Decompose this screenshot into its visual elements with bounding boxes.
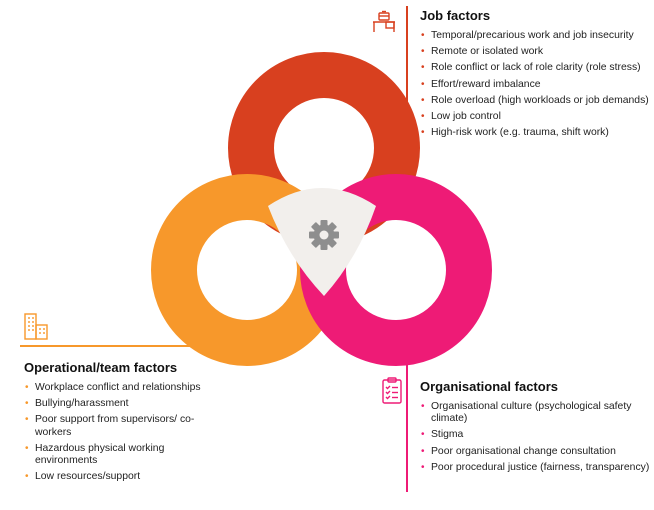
list-item: •Effort/reward imbalance	[421, 78, 541, 90]
bullet-icon: •	[25, 398, 29, 410]
bullet-icon: •	[421, 78, 425, 90]
list-item: •Remote or isolated work	[421, 46, 544, 58]
list-item: •Low job control	[421, 111, 501, 123]
job-factors-panel: Job factors •Temporal/precarious work an…	[420, 8, 650, 143]
list-item: •Role conflict or lack of role clarity (…	[421, 62, 641, 74]
bullet-icon: •	[25, 414, 29, 426]
bullet-icon: •	[25, 382, 29, 393]
gear-icon	[309, 220, 339, 250]
bullet-icon: •	[421, 30, 425, 41]
list-item: •Temporal/precarious work and job insecu…	[421, 30, 634, 41]
organisational-factors-panel: Organisational factors •Organisational c…	[420, 379, 650, 478]
list-item: •Role overload (high workloads or job de…	[421, 94, 649, 106]
bullet-icon: •	[421, 62, 425, 74]
job-factors-list: •Temporal/precarious work and job insecu…	[420, 30, 650, 139]
list-item: •Poor organisational change consultation	[421, 445, 616, 457]
list-item: •Low resources/support	[25, 471, 141, 483]
list-item: •Poor procedural justice (fairness, tran…	[421, 461, 650, 473]
bullet-icon: •	[421, 94, 425, 106]
bullet-icon: •	[421, 461, 425, 473]
bullet-icon: •	[421, 401, 425, 412]
list-item: •Bullying/harassment	[25, 398, 129, 410]
bullet-icon: •	[25, 442, 29, 454]
bullet-icon: •	[421, 429, 425, 441]
bullet-icon: •	[421, 127, 425, 139]
bullet-icon: •	[421, 445, 425, 457]
job-factors-title: Job factors	[420, 8, 491, 23]
list-item: •Hazardous physical working environments	[25, 442, 165, 467]
bullet-icon: •	[421, 46, 425, 58]
operational-factors-panel: Operational/team factors •Workplace conf…	[24, 360, 224, 487]
operational-factors-title: Operational/team factors	[24, 360, 178, 375]
organisational-factors-list: •Organisational culture (psychological s…	[420, 401, 650, 474]
clipboard-checklist-icon	[382, 377, 402, 404]
buildings-icon	[24, 313, 48, 340]
list-item: •Poor support from supervisors/ co-worke…	[25, 414, 195, 438]
bullet-icon: •	[25, 471, 29, 483]
list-item: •Stigma	[421, 429, 464, 441]
list-item: •Workplace conflict and relationships	[25, 382, 201, 393]
bullet-icon: •	[421, 111, 425, 123]
operational-factors-list: •Workplace conflict and relationships •B…	[24, 382, 224, 483]
list-item: •Organisational culture (psychological s…	[421, 401, 632, 425]
organisational-factors-title: Organisational factors	[420, 379, 558, 394]
desk-icon	[373, 10, 395, 32]
list-item: •High-risk work (e.g. trauma, shift work…	[421, 127, 609, 139]
